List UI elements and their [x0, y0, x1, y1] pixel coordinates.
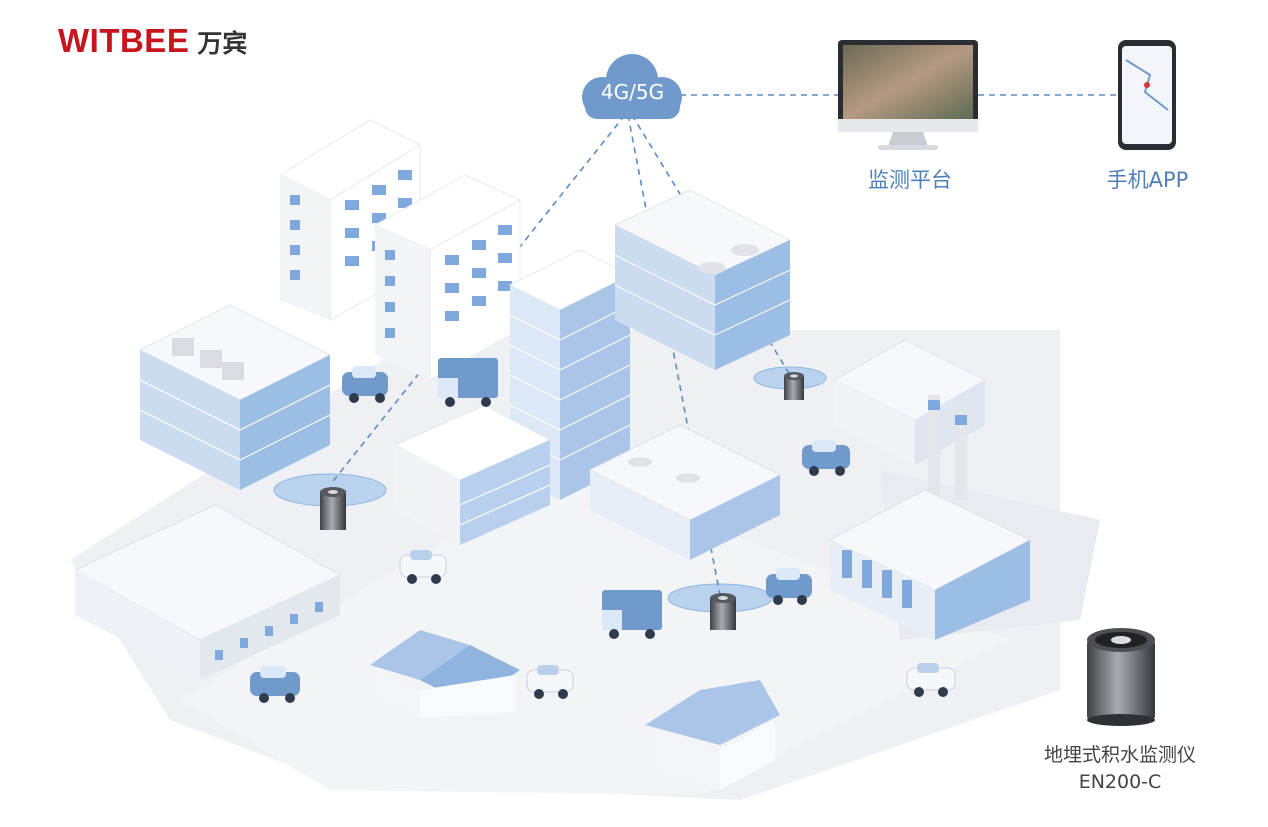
warehouse	[73, 504, 342, 680]
platform-label: 监测平台	[868, 168, 952, 192]
device-model: EN200-C	[1078, 771, 1162, 793]
network-label: 4G/5G	[600, 80, 665, 104]
app-label: 手机APP	[1106, 168, 1189, 192]
glass-building-right	[613, 189, 792, 370]
house-right	[645, 680, 780, 790]
phone-icon	[1118, 40, 1176, 150]
sensor-node-right	[784, 372, 804, 400]
sensor-node-center	[710, 593, 736, 630]
low-building-center	[393, 404, 552, 545]
device-product-image	[1087, 628, 1155, 726]
device-caption: 地埋式积水监测仪 EN200-C	[1025, 742, 1215, 796]
glass-building-left	[138, 304, 332, 490]
monitor-icon	[838, 40, 978, 150]
vehicles	[250, 358, 956, 703]
cloud-icon	[582, 54, 682, 119]
office-tower-mid	[373, 174, 522, 381]
device-label: 地埋式积水监测仪	[1043, 744, 1196, 766]
central-tower	[508, 249, 632, 500]
factory	[828, 339, 1032, 640]
sensor-node-left	[320, 487, 346, 530]
house-left	[370, 630, 520, 718]
brand-name-en: WITBEE	[58, 22, 190, 59]
brand-name-cn: 万宾	[197, 29, 248, 58]
sensor-nodes	[320, 372, 804, 630]
flat-building-center	[588, 424, 782, 560]
brand-logo: WITBEE 万宾	[58, 22, 247, 60]
